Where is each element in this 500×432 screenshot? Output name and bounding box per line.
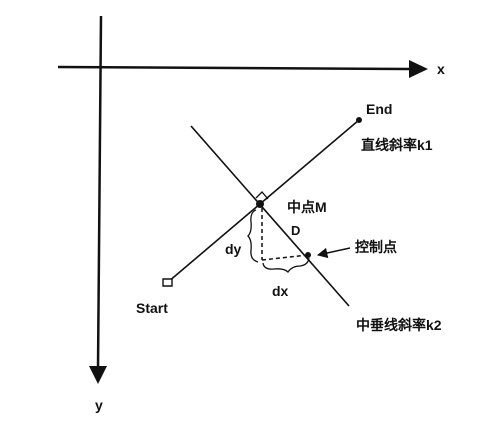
start-end-line <box>167 119 360 283</box>
x-axis-label: x <box>437 61 445 77</box>
control-point-marker <box>305 252 311 258</box>
perpendicular-bisector-line <box>190 125 350 307</box>
end-point-marker <box>356 117 362 123</box>
x-axis <box>57 60 428 78</box>
dx-dashed-segment <box>261 254 309 261</box>
midpoint-label: 中点M <box>287 199 327 215</box>
control-point-arrow <box>316 247 351 259</box>
dx-label: dx <box>272 283 289 299</box>
start-label: Start <box>136 300 168 316</box>
y-axis <box>89 15 107 384</box>
y-axis-label: y <box>95 397 103 413</box>
end-label: End <box>366 101 392 117</box>
start-point-marker <box>162 278 173 287</box>
y-axis-arrow-icon <box>89 366 107 384</box>
perp-slope-label: 中垂线斜率k2 <box>356 317 442 333</box>
right-angle-mark <box>255 191 269 200</box>
dy-label: dy <box>225 241 242 257</box>
dx-brace <box>262 257 310 274</box>
dy-brace <box>247 209 259 263</box>
distance-label: D <box>291 223 300 238</box>
x-axis-arrow-icon <box>409 60 428 78</box>
control-point-label: 控制点 <box>355 239 397 255</box>
line-slope-label: 直线斜率k1 <box>361 137 433 153</box>
midpoint-marker <box>256 200 264 208</box>
